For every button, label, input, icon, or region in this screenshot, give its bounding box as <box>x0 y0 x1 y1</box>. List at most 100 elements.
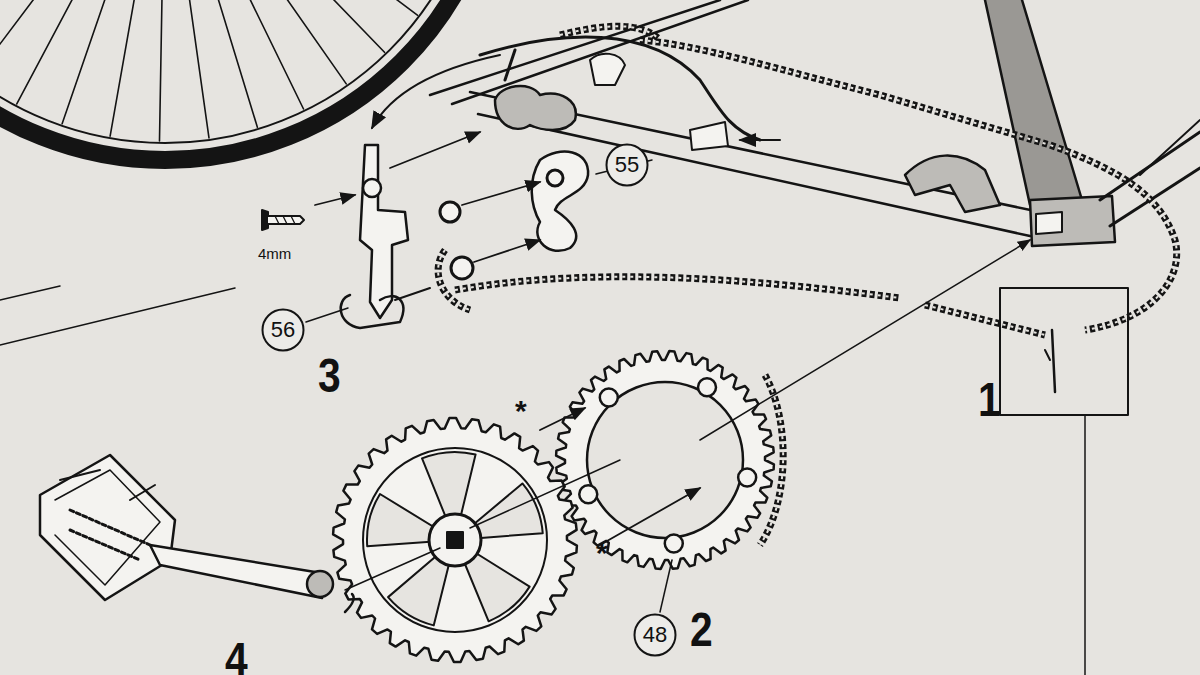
illustration-line <box>740 139 780 141</box>
illustration-line <box>360 145 408 318</box>
illustration-line <box>40 455 175 600</box>
illustration-line <box>0 0 136 45</box>
illustration-line <box>345 548 440 590</box>
illustration-line <box>150 545 322 598</box>
illustration-line <box>372 55 500 128</box>
bolt-hole <box>579 485 597 503</box>
illustration-line <box>159 0 164 141</box>
illustration-line <box>345 594 354 612</box>
callout-number: 48 <box>643 624 667 646</box>
chain-link <box>640 40 1177 330</box>
illustration-line <box>0 0 132 6</box>
illustration-line <box>188 0 346 84</box>
illustration-line <box>395 288 430 300</box>
callout-number: 56 <box>271 319 295 341</box>
illustration-line <box>1110 168 1200 226</box>
illustration-line <box>1084 415 1086 675</box>
crank-end <box>307 571 333 597</box>
spider-hub <box>429 514 481 566</box>
illustration-line <box>183 0 304 109</box>
callout-circle: 48 <box>633 613 677 657</box>
bolt-hole <box>665 535 683 553</box>
chain-link <box>760 375 783 545</box>
callout-circle: 55 <box>605 143 649 187</box>
illustration-line <box>1000 288 1128 415</box>
illustration-line <box>1030 196 1115 246</box>
bolt-hole <box>698 378 716 396</box>
illustration-line <box>505 50 515 80</box>
illustration-line <box>262 210 268 230</box>
chain-link <box>455 277 900 298</box>
callout-ring <box>607 145 648 186</box>
illustration-line <box>455 277 900 298</box>
callout-circle: 56 <box>261 308 305 352</box>
bolt-hole <box>600 389 618 407</box>
illustration-line <box>640 40 1177 330</box>
illustration-line <box>760 375 783 545</box>
illustration-line <box>700 240 1030 440</box>
callout-ring <box>635 615 676 656</box>
illustration-line <box>985 0 1082 205</box>
bolt-hole <box>738 468 756 486</box>
illustration-line <box>430 0 720 95</box>
illustration-line <box>341 295 404 328</box>
illustration-line <box>390 132 480 168</box>
callout-number: 55 <box>615 154 639 176</box>
illustration-line <box>110 0 158 136</box>
illustration-line <box>177 0 258 127</box>
illustration-line <box>1036 212 1062 234</box>
illustration-line <box>0 286 60 300</box>
chainring-inner <box>363 448 547 632</box>
illustration-line <box>470 460 620 528</box>
illustration-line <box>1140 120 1200 175</box>
illustration-line <box>474 240 540 262</box>
illustration-line <box>556 351 774 569</box>
illustration-line <box>0 0 141 77</box>
hanger-hole <box>547 170 563 186</box>
illustration-line <box>447 532 463 548</box>
illustration-line <box>171 0 209 138</box>
step-number: 1 <box>978 376 1001 424</box>
illustration-line <box>905 156 1000 212</box>
illustration-line <box>333 418 577 662</box>
illustration-line <box>268 216 304 224</box>
illustration-line <box>690 122 728 150</box>
step-number: 2 <box>690 606 713 654</box>
wheel-rim <box>0 0 483 143</box>
illustration-line <box>0 288 235 345</box>
illustration-line <box>532 152 588 251</box>
illustration-line <box>17 0 147 104</box>
chainring-inner <box>587 382 743 538</box>
illustration-line <box>55 470 160 585</box>
illustration-line <box>62 0 152 124</box>
illustration-line <box>660 560 672 612</box>
callout-ring <box>263 310 304 351</box>
asterisk-mark: * <box>596 538 608 568</box>
illustration-line <box>315 195 355 205</box>
chain-link <box>925 305 1045 335</box>
asterisk-mark: * <box>515 396 527 426</box>
illustration-line <box>306 308 348 322</box>
illustration-line <box>925 305 1045 335</box>
dimension-label: 4mm <box>258 246 291 261</box>
illustration-line <box>1045 350 1050 360</box>
step-number: 4 <box>225 636 248 675</box>
washer <box>440 202 460 222</box>
illustration-line <box>60 470 155 500</box>
illustration-line <box>462 182 540 205</box>
illustration-line <box>70 510 150 560</box>
illustration-line <box>590 54 625 85</box>
derailleur-bolt <box>363 179 381 197</box>
illustration-line <box>197 0 417 15</box>
step-number: 3 <box>318 352 341 400</box>
illustration-line <box>1052 330 1055 392</box>
illustration-line <box>540 408 585 430</box>
illustration-line <box>275 216 295 224</box>
washer <box>451 257 473 279</box>
illustration-line <box>600 488 700 545</box>
illustration-line <box>495 86 576 130</box>
wheel-tire <box>0 0 500 160</box>
